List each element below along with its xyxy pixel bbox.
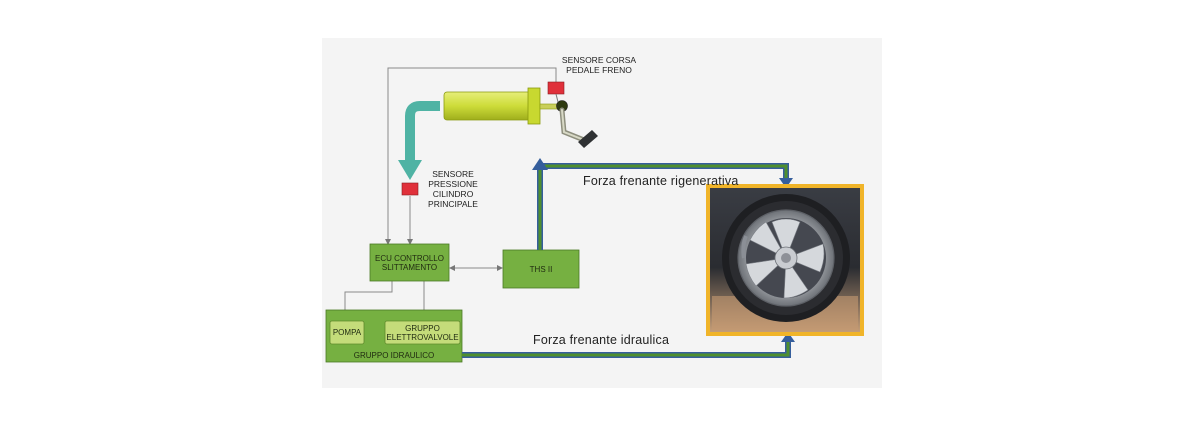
brake-pedal [556,100,598,148]
brake-pedal-sensor-label: SENSORE CORSA PEDALE FRENO [561,55,637,75]
pump-label: POMPA [332,328,362,337]
valves-box [384,320,461,345]
ecu-box [369,243,450,282]
ths-label: THS II [529,264,553,274]
hydraulic-force-line [462,332,795,358]
teal-flow-arrow [398,101,440,180]
wheel-photo [706,184,864,336]
regen-force-label: Forza frenante rigenerativa [583,174,739,188]
hydraulic-group-label: GRUPPO IDRAULICO [353,351,435,360]
master-cylinder-sensor-label: SENSORE PRESSIONE CILINDRO PRINCIPALE [428,169,478,209]
signal-lines [342,67,557,321]
pump-box [329,320,365,345]
pedal-sensor [547,81,565,95]
ecu-label: ECU CONTROLLO SLITTAMENTO [375,253,444,272]
pedal-sensor-line [385,67,557,245]
master-cylinder [443,87,559,125]
valves-label: GRUPPO ELETTROVALVOLE [386,323,459,342]
ecu-pump-line [342,281,393,321]
pressure-sensor [401,182,419,196]
regen-force-line [532,158,793,250]
hydraulic-force-label: Forza frenante idraulica [533,333,670,347]
